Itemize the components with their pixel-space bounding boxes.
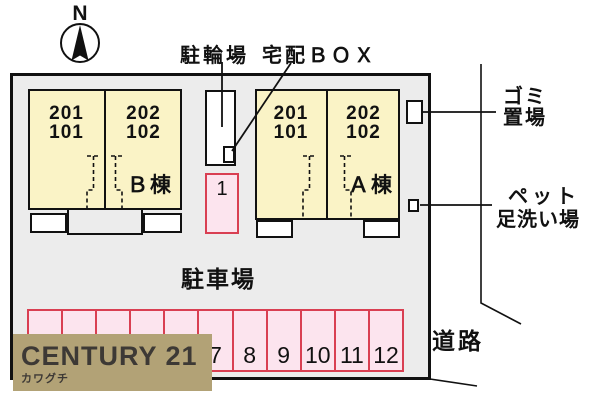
parking-lot-label: 駐車場 xyxy=(181,266,256,292)
parking-space-number: 10 xyxy=(305,342,331,368)
building-b-unit-right-numbers: 202 102 xyxy=(126,103,161,143)
compass-circle-icon xyxy=(60,23,100,63)
building-a-porch-right xyxy=(363,220,400,238)
parking-space-number: 9 xyxy=(277,342,291,368)
compass-needle-icon xyxy=(71,25,89,61)
building-b-porch-left xyxy=(30,213,67,233)
century21-logo: CENTURY 21 カワグチ xyxy=(13,334,212,391)
building-b-entrance-area xyxy=(67,210,143,235)
building-a-porch-left xyxy=(256,220,293,238)
bicycle-parking-label: 駐輪場 xyxy=(180,45,249,67)
century21-office-text: カワグチ xyxy=(21,373,69,385)
parking-space-number: 11 xyxy=(339,342,364,368)
pet-wash-station xyxy=(408,199,419,212)
parking-space: 12 xyxy=(370,311,402,370)
building-a-label: Ａ棟 xyxy=(348,174,394,197)
delivery-box xyxy=(223,146,235,163)
parking-space-number: 8 xyxy=(243,342,256,368)
delivery-box-label: 宅配ＢＯＸ xyxy=(262,45,377,67)
parking-space-number: 12 xyxy=(373,342,399,368)
road-bottom-line xyxy=(429,378,478,387)
building-b-porch-right xyxy=(143,213,182,233)
parking-space-number: 7 xyxy=(209,342,222,368)
compass-north-label: N xyxy=(72,2,88,25)
parking-space: 10 xyxy=(302,311,336,370)
century21-brand-text: CENTURY 21 xyxy=(21,341,198,371)
building-b-unit-divider xyxy=(104,89,106,210)
building-a-unit-left-numbers: 201 101 xyxy=(273,103,309,143)
road-label: 道路 xyxy=(432,328,484,354)
garbage-label: ゴミ 置場 xyxy=(503,86,547,129)
parking-space: 11 xyxy=(336,311,370,370)
garbage-area xyxy=(406,100,423,124)
parking-space-1: 1 xyxy=(205,173,239,234)
building-b-label: Ｂ棟 xyxy=(127,174,173,197)
pet-wash-label: ペット 足洗い場 xyxy=(496,186,580,231)
building-b-unit-left-numbers: 201 101 xyxy=(49,103,84,143)
parking-space: 8 xyxy=(234,311,268,370)
building-a-unit-divider xyxy=(326,89,328,220)
parking-space: 9 xyxy=(268,311,302,370)
building-a-unit-right-numbers: 202 102 xyxy=(346,103,381,143)
parking-space-1-number: 1 xyxy=(216,178,228,200)
parking-space: 7 xyxy=(199,311,234,370)
